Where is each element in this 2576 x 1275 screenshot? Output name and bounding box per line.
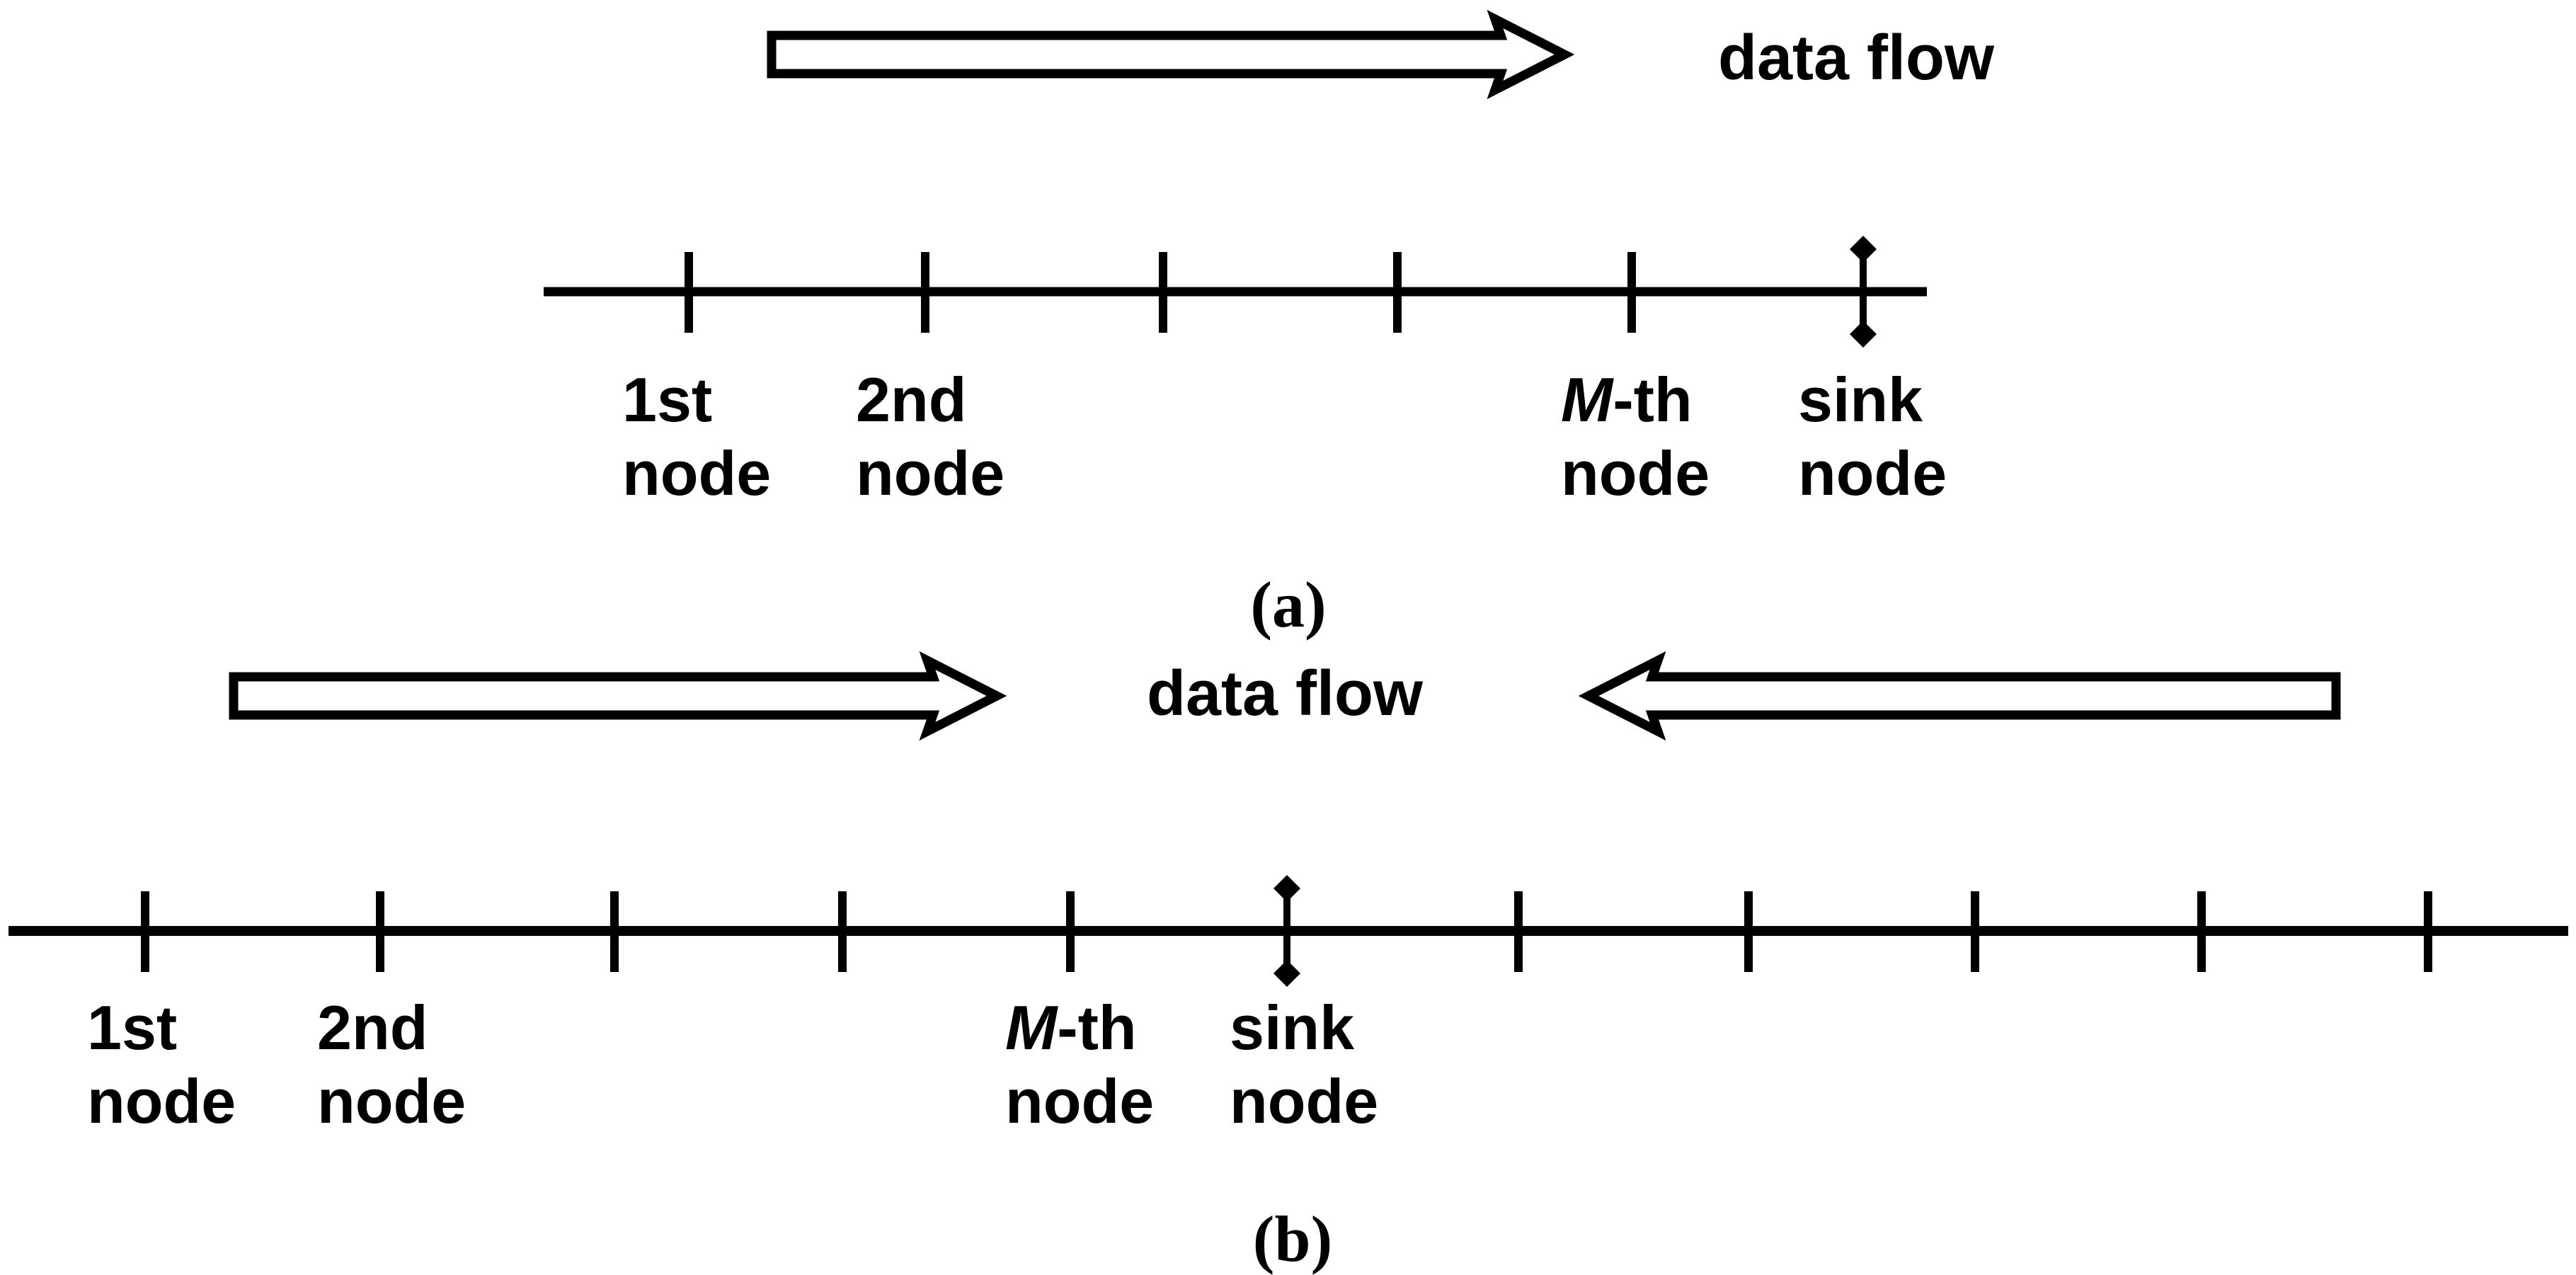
- data-flow-left-arrow-icon: [1578, 651, 2341, 741]
- sink-diamond-bottom-icon: [1850, 321, 1877, 348]
- panel-b-shapes: [8, 651, 2568, 987]
- node-label-line2: node: [87, 1066, 236, 1136]
- node-label-mth-b: M-th node: [1005, 991, 1154, 1138]
- node-label-2nd-a: 2nd node: [856, 363, 1004, 510]
- node-label-line1: sink: [1798, 365, 1923, 435]
- node-label-1st-b: 1st node: [87, 991, 236, 1138]
- node-label-line1: 2nd: [856, 365, 967, 435]
- data-flow-right-arrow-icon: [767, 9, 1575, 100]
- caption-a: (a): [1250, 568, 1327, 641]
- node-label-sink-a: sink node: [1798, 363, 1947, 510]
- sink-node-marker-b: [1273, 875, 1300, 987]
- node-label-line2: node: [856, 438, 1005, 508]
- node-label-line1: M-th: [1561, 365, 1693, 435]
- node-label-2nd-b: 2nd node: [317, 991, 466, 1138]
- data-flow-right-arrow-icon: [229, 651, 1007, 741]
- panel-a-shapes: [544, 9, 1927, 348]
- node-label-line2: node: [1230, 1066, 1379, 1136]
- node-label-line2: node: [1798, 438, 1947, 508]
- sink-node-marker-a: [1850, 236, 1877, 348]
- sink-diamond-bottom-icon: [1273, 960, 1300, 987]
- node-ticks-a: [685, 252, 1636, 333]
- sink-diamond-top-icon: [1850, 236, 1877, 263]
- node-label-line2: node: [317, 1066, 466, 1136]
- data-flow-label-a: data flow: [1717, 23, 1994, 93]
- node-ticks-b: [141, 891, 2432, 972]
- node-label-line2: node: [1005, 1066, 1155, 1136]
- node-label-line1: M-th: [1005, 993, 1137, 1063]
- node-label-line1: sink: [1230, 993, 1355, 1063]
- node-label-line2: node: [622, 438, 772, 508]
- node-label-1st-a: 1st node: [622, 363, 771, 510]
- data-flow-label-b: data flow: [1146, 658, 1423, 729]
- node-label-line1: 2nd: [317, 993, 428, 1063]
- node-label-mth-a: M-th node: [1561, 363, 1710, 510]
- sink-diamond-top-icon: [1273, 875, 1300, 902]
- caption-b: (b): [1252, 1203, 1333, 1275]
- node-label-sink-b: sink node: [1230, 991, 1378, 1138]
- node-label-line1: 1st: [87, 993, 178, 1063]
- node-label-line2: node: [1561, 438, 1710, 508]
- node-label-line1: 1st: [622, 365, 713, 435]
